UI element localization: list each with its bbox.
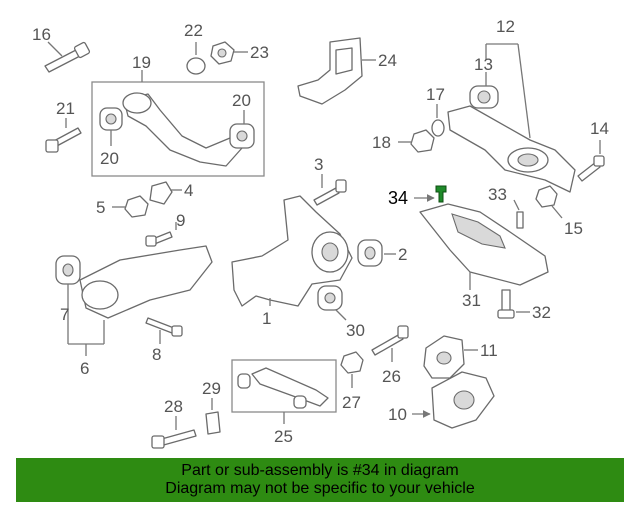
callout-29: 29: [202, 379, 221, 398]
callout-5: 5: [96, 198, 105, 217]
part-16-bolt[interactable]: [44, 41, 91, 73]
part-13-bushing[interactable]: [469, 85, 499, 109]
callout-3: 3: [314, 155, 323, 174]
callout-12: 12: [496, 17, 515, 36]
callout-14: 14: [590, 119, 609, 138]
banner-line-2: Diagram may not be specific to your vehi…: [165, 480, 475, 497]
callout-10: 10: [388, 405, 407, 424]
part-15-nut[interactable]: [535, 185, 563, 219]
callout-20-right: 20: [232, 91, 251, 110]
callout-21: 21: [56, 99, 75, 118]
part-17-washer[interactable]: [431, 104, 445, 137]
part-34-clip[interactable]: [414, 185, 447, 203]
callout-34: 34: [388, 188, 408, 208]
part-8-bolt[interactable]: [145, 317, 183, 344]
part-33-stud[interactable]: [513, 199, 524, 229]
callout-7: 7: [60, 305, 69, 324]
callout-24: 24: [378, 51, 397, 70]
part-4-plate[interactable]: [149, 181, 182, 205]
part-3-bolt[interactable]: [313, 174, 347, 206]
callout-19: 19: [132, 53, 151, 72]
info-banner: Part or sub-assembly is #34 in diagram D…: [16, 458, 624, 502]
part-7-bushing[interactable]: [55, 255, 81, 285]
callout-30: 30: [346, 321, 365, 340]
part-14-bolt[interactable]: [577, 140, 605, 182]
part-22-ring[interactable]: [186, 42, 206, 75]
part-11-mount[interactable]: [423, 335, 478, 379]
callout-15: 15: [564, 219, 583, 238]
part-27-nut[interactable]: [340, 351, 364, 388]
callout-23: 23: [250, 43, 269, 62]
callout-26: 26: [382, 367, 401, 386]
part-2-bushing[interactable]: [357, 239, 396, 267]
callout-28: 28: [164, 397, 183, 416]
callout-6: 6: [80, 359, 89, 378]
part-20-bushing-left[interactable]: [99, 107, 123, 146]
part-19-upper-arm[interactable]: [122, 92, 243, 167]
callout-32: 32: [532, 303, 551, 322]
banner-line-1: Part or sub-assembly is #34 in diagram: [181, 462, 459, 479]
part-21-bolt[interactable]: [45, 118, 82, 153]
callout-17: 17: [426, 85, 445, 104]
part-31-shield[interactable]: [419, 203, 549, 290]
part-29-clip[interactable]: [205, 398, 221, 435]
callout-33: 33: [488, 185, 507, 204]
part-26-bolt[interactable]: [371, 325, 409, 362]
callout-20-left: 20: [100, 149, 119, 168]
part-1-wheel-carrier[interactable]: [231, 195, 353, 307]
part-24-bracket[interactable]: [297, 37, 376, 105]
part-32-bolt[interactable]: [497, 289, 530, 319]
callout-18: 18: [372, 133, 391, 152]
parts-diagram: 16 22 23 24 12 13 17 18: [32, 17, 609, 449]
part-12-control-arm[interactable]: [447, 105, 576, 193]
callout-25: 25: [274, 427, 293, 446]
part-10-bracket[interactable]: [412, 371, 495, 429]
callout-27: 27: [342, 393, 361, 412]
part-18-nut[interactable]: [398, 129, 435, 153]
callout-31: 31: [462, 291, 481, 310]
part-30-bushing[interactable]: [317, 285, 347, 321]
part-6-trailing-arm[interactable]: [79, 245, 213, 319]
callout-9: 9: [176, 211, 185, 230]
callout-16: 16: [32, 25, 51, 44]
part-5-nut[interactable]: [112, 195, 149, 218]
part-9-bolt[interactable]: [145, 222, 177, 247]
callout-2: 2: [398, 245, 407, 264]
part-28-bolt[interactable]: [151, 416, 197, 449]
part-20-bushing-right[interactable]: [229, 110, 255, 149]
callout-11: 11: [480, 341, 498, 360]
callout-1: 1: [262, 309, 271, 328]
part-25-link[interactable]: [237, 367, 329, 409]
callout-4: 4: [184, 181, 193, 200]
callout-13: 13: [474, 55, 493, 74]
box-19: [91, 81, 265, 177]
callout-22: 22: [184, 21, 203, 40]
part-23-nut[interactable]: [210, 41, 248, 65]
callout-8: 8: [152, 345, 161, 364]
